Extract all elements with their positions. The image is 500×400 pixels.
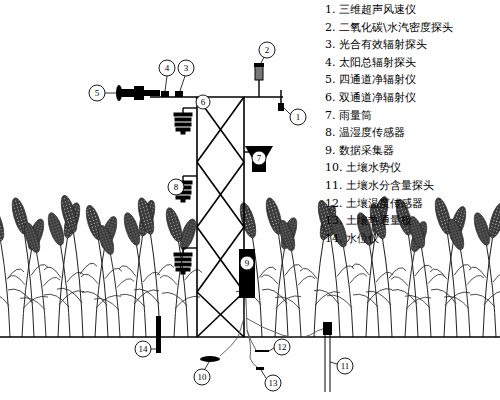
- reed: [391, 220, 431, 337]
- reed: [44, 211, 84, 337]
- reed: [405, 215, 445, 337]
- reed: [162, 206, 202, 337]
- water-level-gauge: [156, 316, 161, 353]
- callout-number: 9: [239, 257, 255, 269]
- callout-number: 5: [89, 87, 105, 99]
- co2-h2o-analyzer: [254, 63, 264, 97]
- callout-number: 3: [178, 62, 194, 74]
- reed: [8, 196, 48, 337]
- leader-line: [105, 57, 337, 378]
- callout-number: 4: [159, 62, 175, 74]
- reed: [469, 201, 500, 337]
- legend-item: 12. 土壤温度传感器: [325, 197, 497, 211]
- soil-temperature-sensor: [255, 350, 269, 352]
- reed: [82, 203, 122, 337]
- callout-number: 12: [274, 341, 290, 353]
- legend-item: 13. 土壤热通量板: [325, 214, 497, 228]
- callout-number: 14: [135, 343, 151, 355]
- callout-number: 6: [195, 96, 211, 108]
- rain-gauge: [244, 146, 273, 172]
- reed: [470, 211, 500, 337]
- reed: [94, 224, 134, 337]
- legend-item: 7. 雨量筒: [325, 109, 497, 123]
- data-logger: [239, 249, 255, 298]
- callout-number: 2: [259, 44, 275, 56]
- reed: [431, 196, 471, 337]
- sensor-cable: [220, 298, 325, 368]
- callout-number: 10: [194, 371, 210, 383]
- callout-number: 8: [168, 181, 184, 193]
- four-channel-radiometer: [116, 85, 160, 101]
- callout-number: 1: [290, 111, 306, 123]
- reed: [262, 196, 302, 337]
- legend-item: 5. 四通道净辐射仪: [325, 73, 497, 87]
- soil-water-potential-sensor: [200, 356, 220, 362]
- heat-flux-plate: [256, 367, 264, 370]
- soil-moisture-probe: [323, 322, 332, 392]
- legend-item: 2. 二氧化碳\水汽密度探头: [325, 21, 497, 35]
- callout-number: 7: [251, 152, 267, 164]
- legend-item: 6. 双通道净辐射仪: [325, 91, 497, 105]
- legend-item: 9. 数据采集器: [325, 144, 497, 158]
- legend-item: 11. 土壤水分含量探头: [325, 179, 497, 193]
- temp-humidity-sensor: [174, 108, 197, 134]
- legend-item: 10. 土壤水势仪: [325, 161, 497, 175]
- temp-humidity-sensor: [174, 248, 197, 274]
- reed: [275, 219, 315, 337]
- lattice-tower: [150, 97, 283, 337]
- sonic-anemometer: [278, 90, 284, 111]
- legend-item: 8. 温湿度传感器: [325, 126, 497, 140]
- callout-number: 11: [337, 360, 353, 372]
- legend-item: 3. 光合有效辐射探头: [325, 38, 497, 52]
- legend-item: 1. 三维超声风速仪: [325, 3, 497, 17]
- reed-field: [0, 193, 500, 337]
- solar-radiation-probe: [161, 91, 169, 97]
- legend-item: 4. 太阳总辐射探头: [325, 56, 497, 70]
- par-probe: [175, 91, 183, 97]
- legend-item: 14. 水位仪: [325, 232, 497, 246]
- reed: [120, 211, 160, 337]
- callout-number: 13: [265, 377, 281, 389]
- callout-circle: [89, 42, 353, 391]
